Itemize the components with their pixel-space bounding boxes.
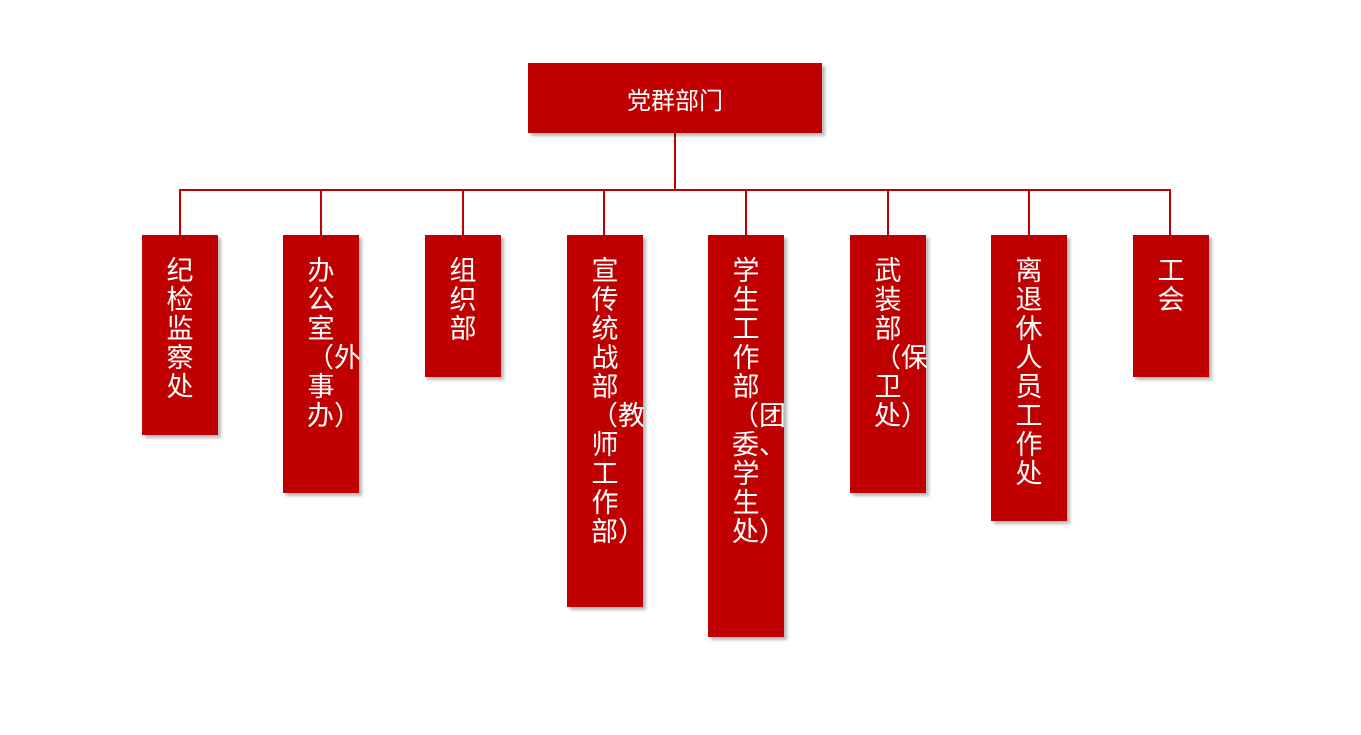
department-node-6: 武装部（保卫处） xyxy=(850,235,928,493)
department-label-1: 纪检监察处 xyxy=(166,256,194,403)
root-node: 党群部门 xyxy=(528,63,822,133)
department-node-5: 学生工作部（团委、学生处） xyxy=(708,235,786,637)
department-label-5: 学生工作部（团委、学生处） xyxy=(732,256,786,548)
department-label-2: 办公室（外事办） xyxy=(307,256,361,432)
root-node-label: 党群部门 xyxy=(627,86,723,115)
department-node-4: 宣传统战部（教师工作部） xyxy=(567,235,645,607)
department-node-3: 组织部 xyxy=(425,235,501,377)
department-label-3: 组织部 xyxy=(449,256,477,345)
department-node-8: 工 会 xyxy=(1133,235,1209,377)
department-label-8: 工 会 xyxy=(1157,256,1185,316)
department-label-7: 离退休人员工作处 xyxy=(1015,256,1043,490)
department-label-4: 宣传统战部（教师工作部） xyxy=(591,256,645,548)
department-node-1: 纪检监察处 xyxy=(142,235,218,435)
department-node-2: 办公室（外事办） xyxy=(283,235,361,493)
department-label-6: 武装部（保卫处） xyxy=(874,256,928,432)
department-node-7: 离退休人员工作处 xyxy=(991,235,1067,521)
